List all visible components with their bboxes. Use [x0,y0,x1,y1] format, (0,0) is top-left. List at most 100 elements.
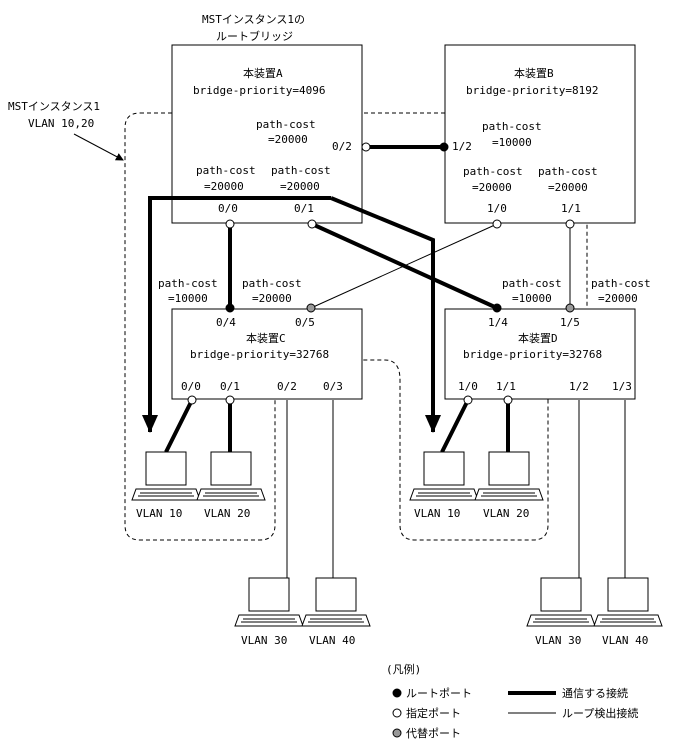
pc-d-vlan40-icon[interactable] [593,577,663,627]
port-b11-designated[interactable] [565,219,575,229]
bridge-a-priority: bridge-priority=4096 [193,84,325,97]
port-c00-label: 0/0 [181,380,201,393]
port-d11-designated[interactable] [503,395,513,405]
port-b10-label: 1/0 [487,202,507,215]
port-a01-designated[interactable] [307,219,317,229]
pc-d-vlan20-icon[interactable] [474,451,544,501]
bridge-c-box[interactable] [171,308,363,400]
legend: (凡例) ルートポート 指定ポート 代替ポート 通信する接続 ループ検出接続 [386,662,638,740]
vlan-label-c20: VLAN 20 [204,507,250,520]
legend-loop-link-label: ループ検出接続 [562,706,638,720]
vlan-label-d30: VLAN 30 [535,634,581,647]
legend-root-port-label: ルートポート [406,687,472,700]
port-c04-label: 0/4 [216,316,236,329]
pc-d-vlan10-icon[interactable] [409,451,479,501]
pc-c-vlan20-icon[interactable] [196,451,266,501]
path-cost-c05-value: =20000 [252,292,292,305]
path-cost-d15-value: =20000 [598,292,638,305]
bridge-d-box[interactable] [444,308,636,400]
vlan-label-d20: VLAN 20 [483,507,529,520]
bridge-c-name: 本装置C [246,331,286,345]
port-d14-label: 1/4 [488,316,508,329]
mst-root-label-line1: MSTインスタンス1の [202,13,305,26]
mst-root-label-line2: ルートブリッジ [216,29,293,43]
port-c05-label: 0/5 [295,316,315,329]
port-b11-label: 1/1 [561,202,581,215]
port-c01-label: 0/1 [220,380,240,393]
pc-c-vlan10-icon[interactable] [131,451,201,501]
port-b10-designated[interactable] [492,219,502,229]
pc-c-vlan30-icon[interactable] [234,577,304,627]
vlan-label-c40: VLAN 40 [309,634,355,647]
port-c02-label: 0/2 [277,380,297,393]
bridge-b-priority: bridge-priority=8192 [466,84,598,97]
instance-pointer-arrow [73,133,124,161]
port-a02-label: 0/2 [332,140,352,153]
bridge-b-box[interactable] [444,44,636,224]
link-d10-pc10 [440,399,470,453]
path-cost-c04-value: =10000 [168,292,208,305]
path-cost-b12-value: =10000 [492,136,532,149]
port-d10-label: 1/0 [458,380,478,393]
path-cost-a02-value: =20000 [268,133,308,146]
path-cost-a01-value: =20000 [280,180,320,193]
path-cost-d14-value: =10000 [512,292,552,305]
port-c03-label: 0/3 [323,380,343,393]
port-d10-designated[interactable] [463,395,473,405]
port-d15-label: 1/5 [560,316,580,329]
port-c05-alternate[interactable] [306,303,316,313]
legend-root-port-icon [392,688,402,698]
path-cost-c05-label: path-cost [242,277,302,290]
path-cost-c04-label: path-cost [158,277,218,290]
path-cost-b11-label: path-cost [538,165,598,178]
instance-label-line1: MSTインスタンス1 [8,100,100,113]
path-cost-b12-label: path-cost [482,120,542,133]
vlan-label-c30: VLAN 30 [241,634,287,647]
path-cost-a00-value: =20000 [204,180,244,193]
legend-designated-port-label: 指定ポート [406,706,461,720]
port-d14-root[interactable] [492,303,502,313]
port-d13-label: 1/3 [612,380,632,393]
path-cost-d15-label: path-cost [591,277,651,290]
path-cost-a01-label: path-cost [271,164,331,177]
port-c00-designated[interactable] [187,395,197,405]
legend-designated-port-icon [392,708,402,718]
port-a00-designated[interactable] [225,219,235,229]
path-cost-b10-label: path-cost [463,165,523,178]
port-d12-label: 1/2 [569,380,589,393]
port-c01-designated[interactable] [225,395,235,405]
port-d15-alternate[interactable] [565,303,575,313]
link-c00-pc10 [164,399,194,453]
path-cost-b11-value: =20000 [548,181,588,194]
path-cost-d14-label: path-cost [502,277,562,290]
port-a00-label: 0/0 [218,202,238,215]
port-b12-root[interactable] [439,142,449,152]
legend-alternate-port-icon [392,728,402,738]
port-c04-root[interactable] [225,303,235,313]
vlan-label-d40: VLAN 40 [602,634,648,647]
bridge-c-priority: bridge-priority=32768 [190,348,329,361]
path-to-d-vlan10 [330,196,441,433]
link-a01-d14 [311,222,498,310]
port-a02-designated[interactable] [361,142,371,152]
path-cost-a02-label: path-cost [256,118,316,131]
bridge-d-priority: bridge-priority=32768 [463,348,602,361]
bridge-d-name: 本装置D [518,331,558,345]
legend-alternate-port-label: 代替ポート [406,726,461,740]
instance-label-line2: VLAN 10,20 [28,117,94,130]
port-a01-label: 0/1 [294,202,314,215]
legend-title: (凡例) [386,662,421,676]
path-to-c-vlan10 [142,196,331,433]
pc-d-vlan30-icon[interactable] [526,577,596,627]
vlan-label-c10: VLAN 10 [136,507,182,520]
pc-c-vlan40-icon[interactable] [301,577,371,627]
port-b12-label: 1/2 [452,140,472,153]
vlan-label-d10: VLAN 10 [414,507,460,520]
bridge-a-name: 本装置A [243,66,283,80]
legend-active-link-label: 通信する接続 [562,686,628,700]
port-d11-label: 1/1 [496,380,516,393]
bridge-a-box[interactable] [171,44,363,224]
bridge-b-name: 本装置B [514,66,554,80]
path-cost-a00-label: path-cost [196,164,256,177]
